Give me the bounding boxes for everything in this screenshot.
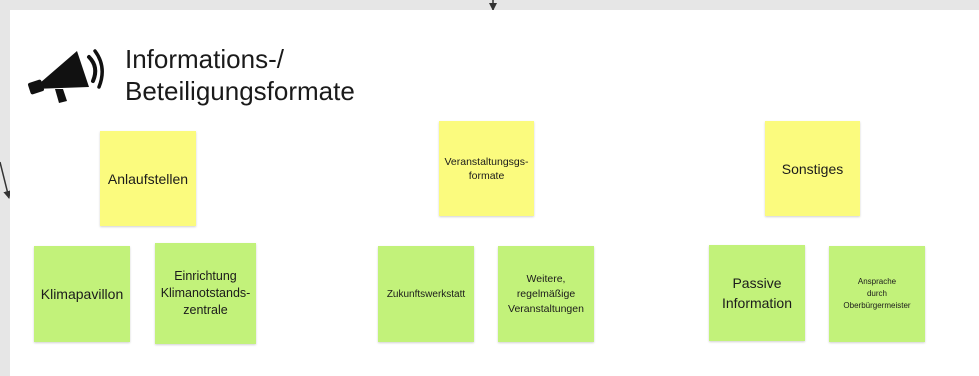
category-note-sonstiges[interactable]: Sonstiges (765, 121, 860, 216)
category-note-veranstaltungsformate[interactable]: Veranstaltungsgs- formate (439, 121, 534, 216)
item-label: Ansprache durch Oberbürgermeister (843, 277, 911, 310)
incoming-connector-left (0, 161, 12, 199)
item-note-klimapavillon[interactable]: Klimapavillon (34, 246, 130, 342)
category-label: Anlaufstellen (107, 170, 189, 187)
page-title: Informations-/ Beteiligungsformate (125, 44, 355, 106)
category-note-anlaufstellen[interactable]: Anlaufstellen (100, 131, 196, 226)
category-label: Sonstiges (781, 161, 844, 177)
item-note-ansprache-oberbuergermeister[interactable]: Ansprache durch Oberbürgermeister (829, 246, 925, 342)
item-label: Zukunftswerkstatt (386, 288, 466, 300)
item-label: Passive Information (721, 275, 793, 311)
item-label: Klimapavillon (40, 286, 124, 302)
item-note-passive-information[interactable]: Passive Information (709, 245, 805, 341)
item-label: Einrichtung Klimanotstands- zentrale (160, 269, 251, 317)
megaphone-icon (28, 49, 104, 103)
item-note-klimanotstandszentrale[interactable]: Einrichtung Klimanotstands- zentrale (155, 243, 256, 344)
item-label: Weitere, regelmäßige Veranstaltungen (508, 272, 584, 315)
category-label: Veranstaltungsgs- formate (444, 155, 529, 182)
item-note-weitere-veranstaltungen[interactable]: Weitere, regelmäßige Veranstaltungen (498, 246, 594, 342)
item-note-zukunftswerkstatt[interactable]: Zukunftswerkstatt (378, 246, 474, 342)
